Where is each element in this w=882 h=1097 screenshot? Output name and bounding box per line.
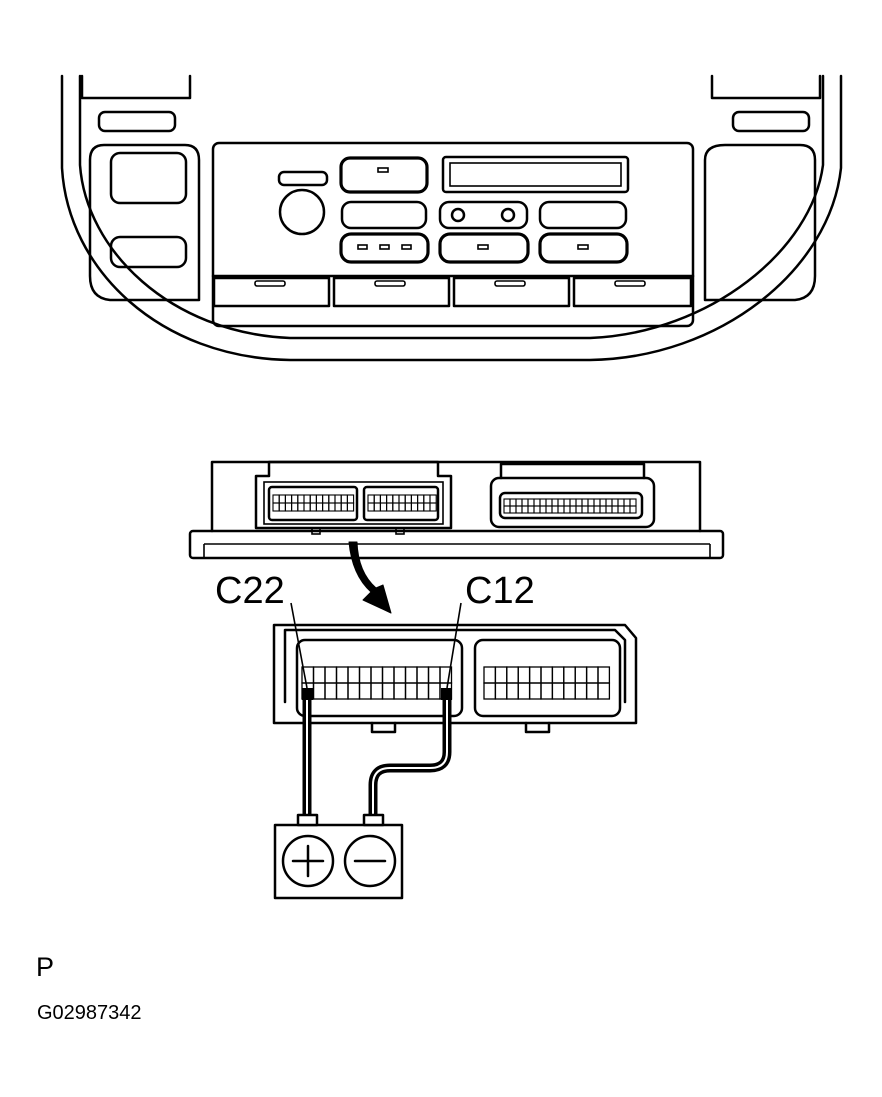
unit-pin-block-left	[272, 494, 355, 512]
unit-pin-block-right	[367, 494, 437, 512]
battery-post-positive	[296, 813, 319, 827]
callout-c22: C22	[215, 570, 285, 612]
top-right-slot	[731, 110, 811, 133]
battery	[273, 813, 404, 900]
bottom-button-4[interactable]	[572, 276, 693, 308]
panel-button-bottom-center[interactable]	[438, 232, 530, 264]
console-inner-edge	[78, 74, 825, 340]
connector-housing	[272, 623, 638, 725]
test-leads	[302, 700, 452, 815]
leader-line-c12	[446, 602, 462, 689]
top-right-bezel	[710, 74, 822, 100]
leader-line-c22	[290, 602, 308, 689]
display-window	[441, 155, 630, 194]
connector-pin-grid-left	[301, 666, 453, 700]
minus-icon	[343, 834, 397, 888]
code-letter: P	[36, 952, 55, 982]
unit-connector-left	[254, 460, 453, 530]
center-console	[60, 74, 843, 362]
unit-connector-right	[489, 476, 656, 529]
unit-mounting-flange	[188, 529, 725, 560]
terminal-c12	[441, 688, 452, 700]
control-knob[interactable]	[278, 188, 326, 236]
connector-pin-grid-right	[483, 666, 611, 700]
battery-body	[273, 823, 404, 900]
right-vent-frame	[703, 143, 817, 302]
panel-button-mid-right[interactable]	[538, 200, 628, 230]
figure-id: G02987342	[37, 1002, 142, 1024]
mode-indicator-slot	[277, 170, 329, 187]
climate-panel	[211, 141, 695, 328]
callout-c12: C12	[465, 570, 535, 612]
panel-button-top[interactable]	[339, 156, 429, 194]
top-left-slot	[97, 110, 177, 133]
panel-button-mid-center[interactable]	[438, 200, 529, 230]
panel-button-bottom-left[interactable]	[339, 232, 430, 264]
bottom-button-3[interactable]	[452, 276, 571, 308]
bottom-button-2[interactable]	[332, 276, 451, 308]
left-vent-lower	[109, 235, 188, 269]
connector-c22-c12-block	[295, 638, 464, 718]
terminal-c22	[302, 688, 313, 700]
unit-pin-block-3	[503, 498, 637, 514]
connector-pointer-arrow	[348, 541, 392, 614]
bottom-button-1[interactable]	[212, 276, 331, 308]
plus-icon	[281, 834, 335, 888]
panel-button-bottom-right[interactable]	[538, 232, 629, 264]
top-left-bezel	[80, 74, 192, 100]
unit-housing	[210, 460, 702, 533]
connector-second-block	[473, 638, 622, 718]
control-unit	[188, 460, 725, 614]
battery-post-negative	[362, 813, 385, 827]
left-vent-upper	[109, 151, 188, 205]
panel-button-mid-left[interactable]	[340, 200, 428, 230]
left-vent-frame	[88, 143, 201, 302]
enlarged-connector	[272, 602, 638, 734]
